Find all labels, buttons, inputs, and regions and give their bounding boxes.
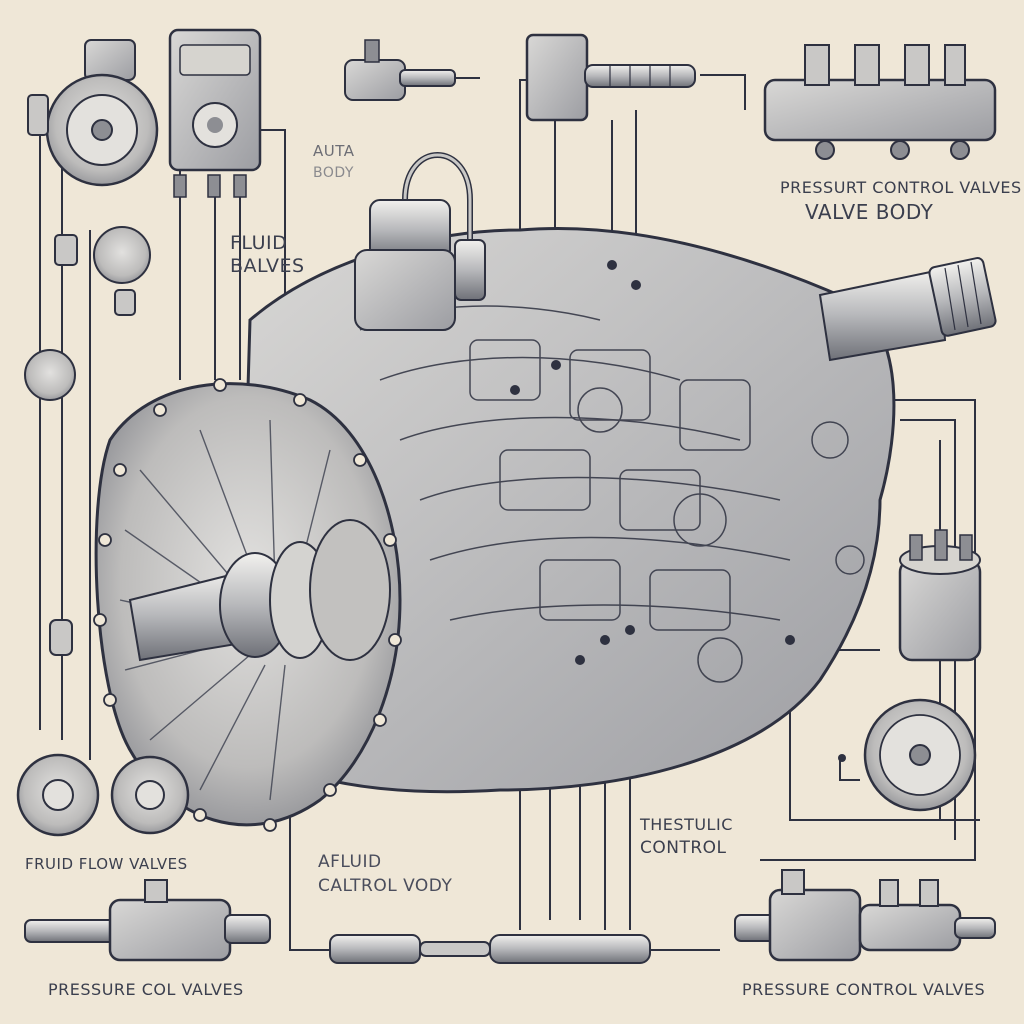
left-components: [24, 226, 151, 656]
label-fluid-flow-valves: FRUID FLOW VALVES: [25, 855, 188, 873]
label-auto-body-a: AUTA: [313, 142, 355, 160]
connector-module: [525, 33, 696, 122]
top-sensor: [344, 39, 480, 101]
pressure-valve-bottom-left: [24, 879, 271, 962]
right-flywheel: [863, 698, 977, 812]
label-caltrol-vody: CALTROL VODY: [318, 876, 453, 896]
pump-pulley: [27, 39, 159, 187]
output-shaft: [818, 257, 997, 362]
label-pressure-control-top: PRESSURT CONTROL VALVES: [780, 178, 1022, 197]
pressure-valve-bottom-right: [734, 869, 996, 962]
valve-body-block: [168, 28, 262, 198]
label-valve-body: VALVE BODY: [805, 200, 934, 224]
label-pressure-col-valves: PRESSURE COL VALVES: [48, 980, 244, 999]
label-fluid: FLUID: [230, 232, 288, 254]
top-solenoid: [354, 152, 486, 331]
label-afluid: AFLUID: [318, 852, 382, 872]
right-solenoid: [898, 529, 982, 662]
bell-housing: [93, 378, 402, 832]
label-thestulic: THESTULIC: [640, 815, 733, 834]
pressure-valve-top-right: [763, 44, 997, 160]
label-auto-body-b: BODY: [313, 165, 354, 181]
label-balves: BALVES: [230, 255, 305, 277]
label-control: CONTROL: [640, 838, 727, 858]
label-pressure-control-bottom: PRESSURE CONTROL VALVES: [742, 980, 986, 999]
bottom-left-pulleys: [16, 753, 190, 837]
bottom-valve-stem: [329, 934, 651, 964]
